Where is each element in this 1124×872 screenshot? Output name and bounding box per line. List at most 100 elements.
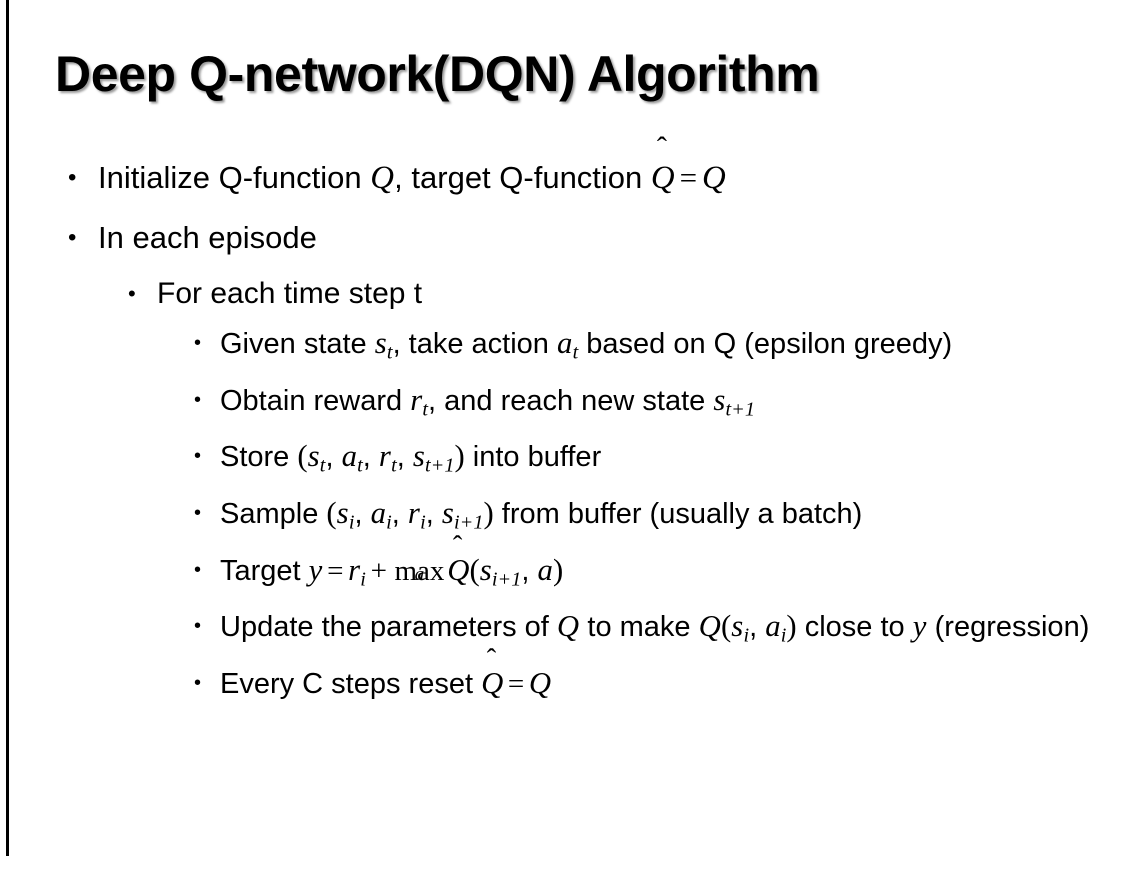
math-s-ip1-2: si+1: [480, 553, 522, 591]
bullet-dot-icon: •: [194, 502, 202, 525]
math-s-base-4: s: [412, 439, 426, 474]
slide-left-rule: [6, 0, 9, 856]
math-sub-ip1-2: i+1: [491, 568, 522, 591]
comma-3: ,: [396, 441, 413, 474]
label-update-mid: to make: [579, 611, 699, 644]
math-a-base-3: a: [370, 496, 387, 531]
math-sub-i-5: i: [743, 625, 750, 648]
math-sub-ip1-1: i+1: [454, 511, 484, 534]
math-sub-t-2: t: [572, 341, 579, 364]
bullet-dot-icon: •: [194, 388, 202, 411]
bullet-dot-icon: •: [68, 224, 77, 251]
math-s-i-1: si: [336, 496, 355, 534]
math-sub-t-1: t: [386, 341, 393, 364]
math-q-4: Q: [698, 609, 722, 644]
math-r-base-2: r: [378, 439, 392, 474]
math-max-label: max: [394, 554, 445, 587]
bullet-given-state: • Given state st, take action at based o…: [0, 320, 1124, 377]
math-r-base-4: r: [348, 552, 361, 587]
bullet-obtain-reward: • Obtain reward rt, and reach new state …: [0, 377, 1124, 434]
paren-open-1: (: [297, 439, 308, 474]
math-r-i-2: ri: [348, 552, 366, 591]
label-update-end: (regression): [926, 611, 1090, 644]
math-s-base-2: s: [713, 382, 726, 417]
math-eq-2: =: [327, 554, 344, 587]
comma-2: ,: [362, 441, 379, 474]
math-s-t-1: st: [375, 326, 393, 364]
label-sample-pre: Sample: [220, 498, 327, 531]
math-eq-3: =: [507, 668, 525, 701]
math-q-hat-base-1: Q: [650, 160, 675, 196]
comma-7: ,: [521, 554, 538, 587]
math-a-t-2: at: [342, 439, 363, 477]
math-r-base-1: r: [410, 382, 423, 417]
comma-6: ,: [425, 498, 442, 531]
hat-accent-icon: ˆ: [452, 530, 463, 562]
math-y-2: y: [912, 609, 927, 644]
label-given-state-post: based on Q (epsilon greedy): [578, 328, 953, 360]
bullet-dot-icon: •: [194, 332, 202, 354]
math-s-i-2: si: [731, 609, 749, 647]
math-s-base-5: s: [336, 496, 349, 531]
bullet-given-state-text: Given state st, take action at based on …: [220, 326, 953, 364]
label-initialize-mid: , target Q-function: [394, 160, 651, 195]
math-a-base-4: a: [765, 609, 781, 644]
comma-4: ,: [354, 498, 371, 531]
bullet-initialize-q-text: Initialize Q-function Q, target Q-functi…: [98, 133, 726, 196]
bullet-dot-icon: •: [68, 164, 77, 191]
label-reset-pre: Every C steps reset: [220, 668, 482, 701]
bullet-sample-batch-text: Sample (si, ai, ri, si+1) from buffer (u…: [220, 496, 863, 534]
math-r-t-1: rt: [410, 382, 429, 421]
bullet-store-transition: • Store (st, at, rt, st+1) into buffer: [0, 433, 1124, 490]
math-sub-t-5: t: [357, 455, 363, 478]
label-obtain-reward-post: , and reach new state: [428, 384, 714, 417]
math-s-tp1-1: st+1: [713, 382, 755, 421]
bullet-initialize-q: • Initialize Q-function Q, target Q-func…: [0, 133, 1124, 208]
math-sub-i-2: i: [386, 511, 392, 534]
label-sample-post: from buffer (usually a batch): [493, 498, 863, 531]
comma-5: ,: [391, 498, 408, 531]
math-s-base-3: s: [307, 439, 320, 474]
math-r-base-3: r: [407, 496, 421, 531]
math-s-tp1-2: st+1: [412, 439, 455, 477]
bullet-dot-icon: •: [128, 281, 136, 306]
label-given-state-pre: Given state: [220, 328, 375, 360]
bullet-sample-batch: • Sample (si, ai, ri, si+1) from buffer …: [0, 490, 1124, 547]
comma-1: ,: [325, 441, 342, 474]
math-a-i-2: ai: [765, 609, 786, 647]
math-eq-1: =: [679, 160, 698, 195]
label-obtain-reward-pre: Obtain reward: [220, 384, 411, 417]
bullet-dot-icon: •: [194, 445, 202, 468]
bullet-for-each-time-step: • For each time step t: [0, 268, 1124, 320]
math-q-1: Q: [370, 160, 395, 196]
math-y-1: y: [308, 552, 323, 587]
math-sub-t-6: t: [391, 455, 397, 478]
math-sub-t-3: t: [422, 398, 429, 421]
label-target-pre: Target: [220, 554, 309, 587]
bullet-obtain-reward-text: Obtain reward rt, and reach new state st…: [220, 382, 755, 421]
bullet-dot-icon: •: [194, 558, 202, 581]
bullet-store-transition-text: Store (st, at, rt, st+1) into buffer: [220, 439, 601, 477]
math-s-t-2: st: [307, 439, 326, 477]
bullet-dot-icon: •: [194, 615, 202, 638]
label-given-state-mid: , take action: [392, 328, 557, 360]
paren-close-4: ): [786, 609, 797, 644]
bullet-dot-icon: •: [194, 672, 202, 695]
math-sub-t-4: t: [319, 455, 326, 478]
paren-open-4: (: [721, 609, 732, 644]
label-initialize-pre: Initialize Q-function: [98, 160, 371, 195]
math-r-i-1: ri: [407, 496, 426, 534]
math-a-t-1: at: [557, 326, 578, 364]
math-s-base-6: s: [441, 496, 455, 531]
math-sub-i-6: i: [780, 625, 787, 648]
math-sub-tp1-2: t+1: [425, 455, 455, 478]
math-r-t-2: rt: [378, 439, 397, 477]
